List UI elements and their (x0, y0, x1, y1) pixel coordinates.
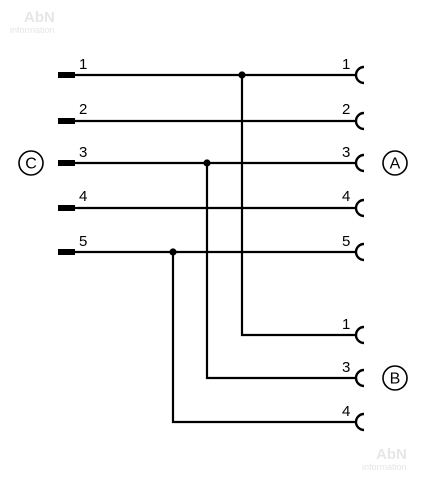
pin-label-a4: 4 (342, 188, 350, 205)
port-a-circle (382, 150, 408, 176)
pin-label-c4: 4 (79, 188, 87, 205)
port-c: C (18, 150, 44, 176)
female-socket-b1 (354, 325, 365, 345)
pin-label-a2: 2 (342, 101, 350, 118)
port-a-label: A (390, 156, 401, 173)
pin-label-c2: 2 (79, 101, 87, 118)
female-socket-a5 (354, 242, 365, 262)
male-pin-c5 (58, 249, 75, 255)
port-c-label: C (25, 156, 37, 173)
junction-dot-3 (203, 159, 211, 167)
port-c-circle (18, 150, 44, 176)
female-socket-b3 (354, 368, 365, 388)
wire-branch-b3 (205, 163, 356, 380)
wire-branch-b1 (240, 75, 356, 337)
port-b-label: B (390, 371, 401, 388)
female-socket-a1 (354, 65, 365, 85)
watermark-main-text: AbN (24, 9, 55, 26)
watermark-top-left: AbN information (10, 9, 55, 35)
pin-label-c1: 1 (79, 56, 87, 73)
pin-label-b1: 1 (342, 316, 350, 333)
pin-label-a1: 1 (342, 56, 350, 73)
male-pin-c1 (58, 72, 75, 78)
male-pin-c3 (58, 160, 75, 166)
watermark-main-text: AbN (376, 446, 407, 463)
watermark-sub-text: information (362, 462, 407, 472)
watermark-bottom-right: AbN information (362, 446, 407, 472)
pin-label-a3: 3 (342, 144, 350, 161)
wire-branch-b4 (171, 252, 356, 424)
pin-label-c3: 3 (79, 144, 87, 161)
female-socket-b4 (354, 412, 365, 432)
port-b: B (382, 365, 408, 391)
male-pin-c4 (58, 205, 75, 211)
junction-dot-1 (238, 71, 246, 79)
watermark-sub-text: information (10, 25, 55, 35)
pin-label-b3: 3 (342, 359, 350, 376)
pin-label-b4: 4 (342, 403, 350, 420)
female-socket-a4 (354, 198, 365, 218)
male-pin-c2 (58, 118, 75, 124)
junction-dot-5 (169, 248, 177, 256)
port-a: A (382, 150, 408, 176)
port-b-circle (382, 365, 408, 391)
pin-label-a5: 5 (342, 233, 350, 250)
pin-label-c5: 5 (79, 233, 87, 250)
female-socket-a3 (354, 153, 365, 173)
female-socket-a2 (354, 111, 365, 131)
